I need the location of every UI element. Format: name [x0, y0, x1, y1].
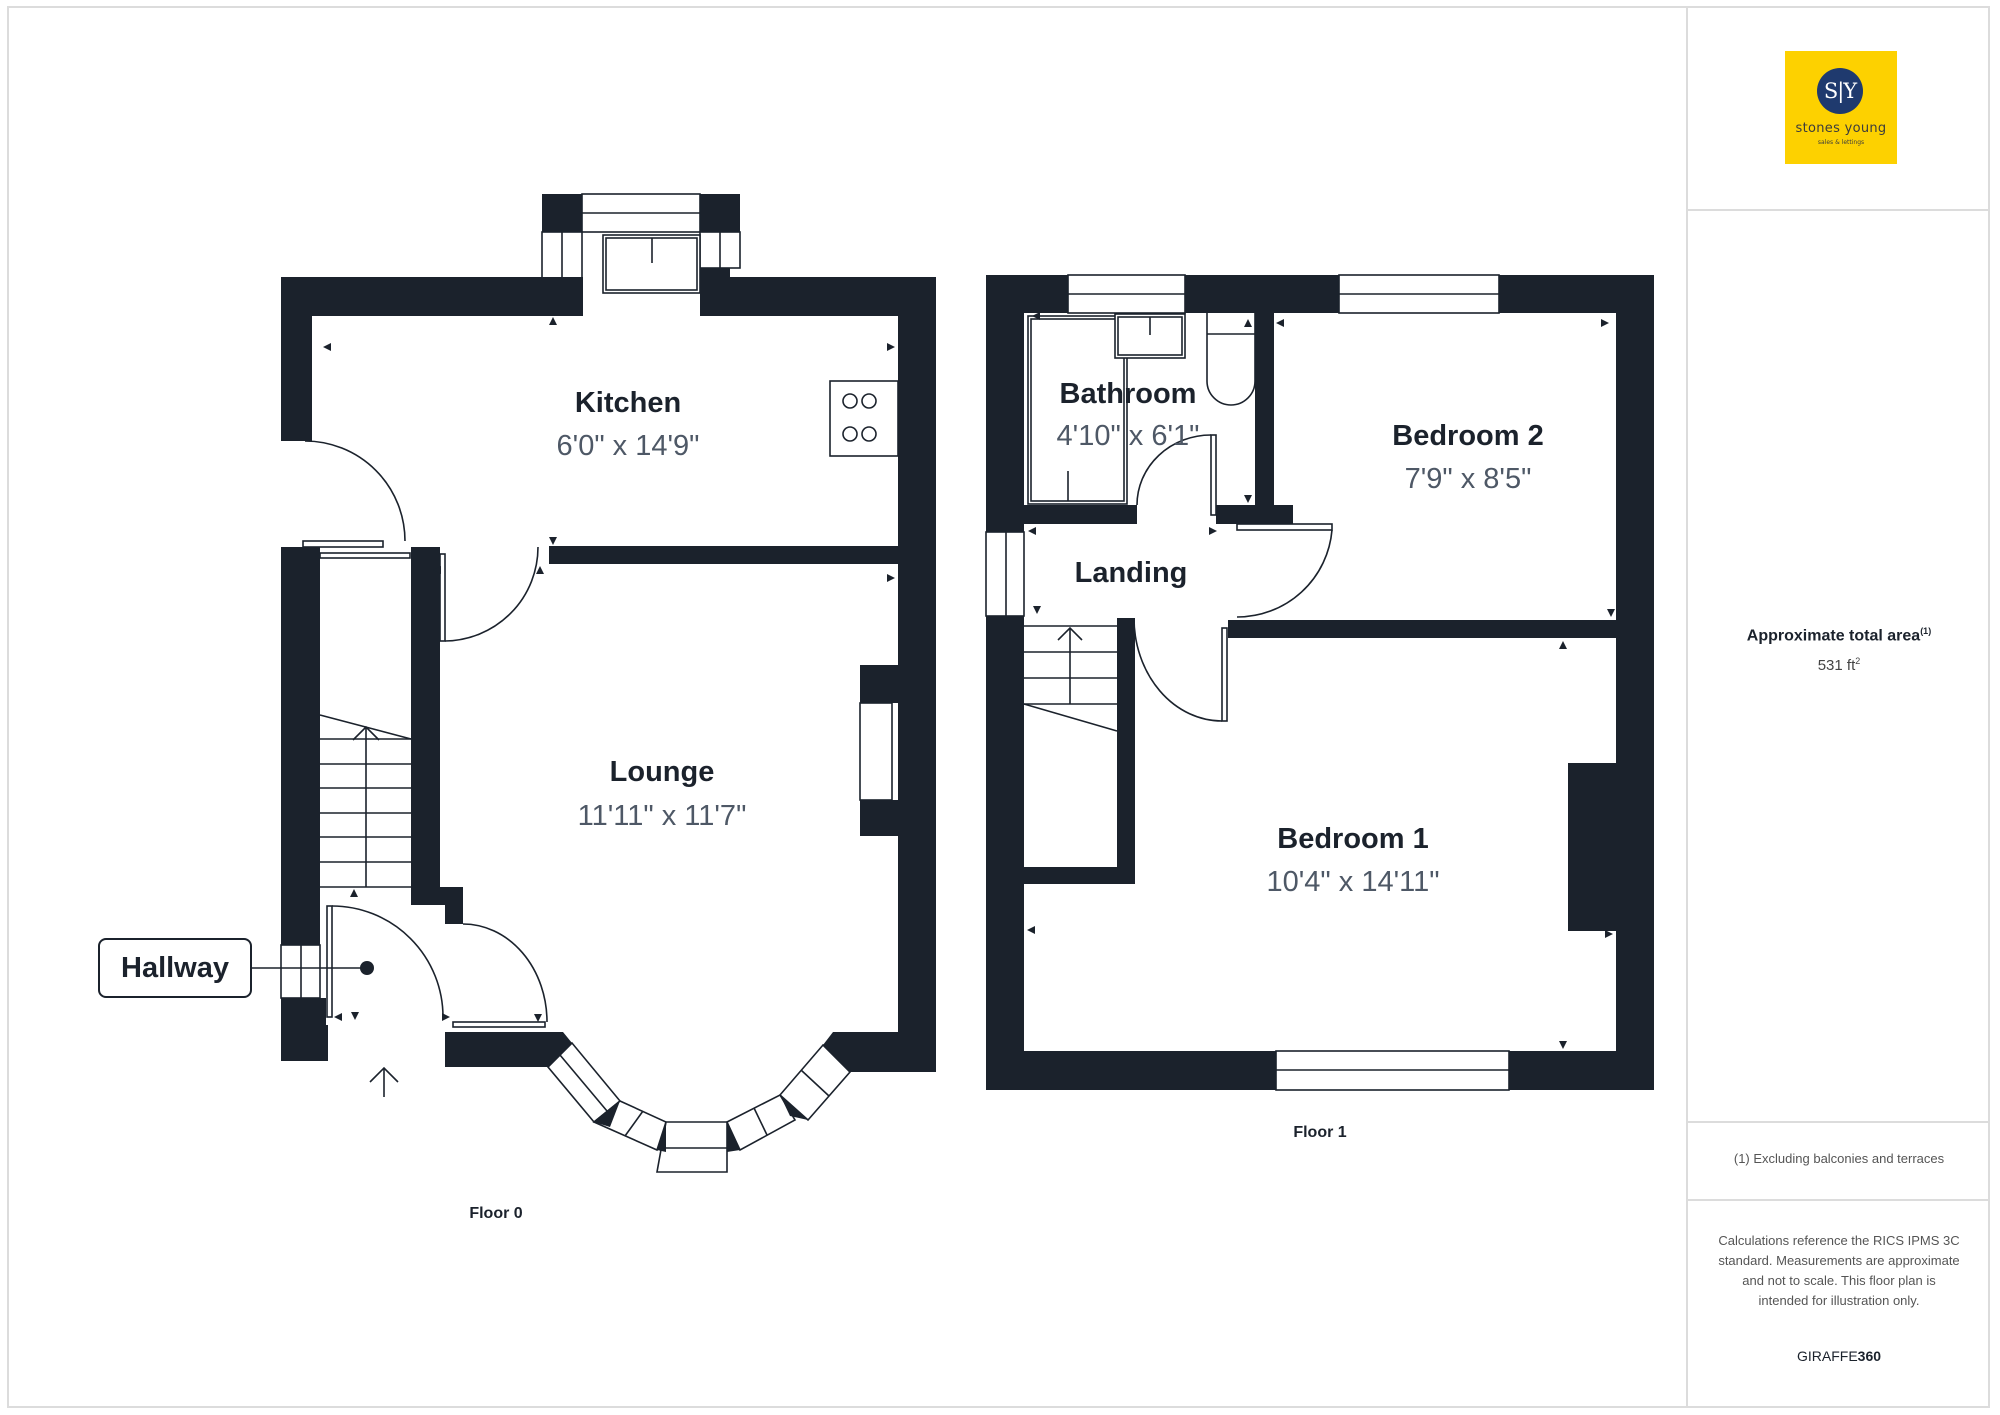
floor-1-plan: Bathroom 4'10" x 6'1" Bedroom 2 7'9" x 8… — [985, 274, 1654, 1141]
area-unit-superscript: 2 — [1855, 656, 1861, 666]
giraffe360-brand: GIRAFFE360 — [1688, 1348, 1990, 1364]
floor-0-plan: Kitchen 6'0" x 14'9" Lounge 11'11" x 11'… — [252, 193, 936, 1222]
logo-tagline: sales & lettings — [1817, 139, 1865, 146]
area-value: 531 ft2 — [1688, 656, 1990, 674]
sidebar-divider — [1688, 209, 1990, 211]
floor-0-label: Floor 0 — [469, 1205, 522, 1222]
floor-plan-drawing: .w { fill:#1b222c; } .ln { fill:none; st… — [252, 193, 1654, 1222]
room-dimensions-bedroom-1: 10'4" x 14'11" — [1266, 866, 1439, 898]
room-dimensions-kitchen: 6'0" x 14'9" — [557, 430, 700, 462]
agency-logo: S|Y stones young sales & lettings — [1785, 51, 1897, 164]
sidebar-divider — [1688, 1121, 1990, 1123]
page-frame — [7, 6, 1990, 1408]
area-title-note: (1) — [1920, 626, 1932, 636]
brand-suffix: 360 — [1857, 1348, 1882, 1364]
area-title: Approximate total area(1) — [1688, 626, 1990, 645]
room-label-lounge: Lounge — [610, 756, 715, 788]
area-title-text: Approximate total area — [1746, 627, 1921, 645]
room-label-hallway: Hallway — [98, 938, 252, 998]
room-label-bedroom-1: Bedroom 1 — [1277, 823, 1428, 855]
area-value-text: 531 ft — [1817, 657, 1856, 674]
info-sidebar: S|Y stones young sales & lettings Approx… — [1686, 6, 1990, 1408]
room-dimensions-lounge: 11'11" x 11'7" — [578, 800, 747, 832]
room-label-kitchen: Kitchen — [575, 387, 681, 419]
disclaimer: Calculations reference the RICS IPMS 3C … — [1718, 1233, 1960, 1308]
brand-prefix: GIRAFFE — [1796, 1348, 1858, 1364]
room-label-bathroom: Bathroom — [1060, 378, 1197, 410]
room-label-bedroom-2: Bedroom 2 — [1392, 420, 1543, 452]
room-dimensions-bathroom: 4'10" x 6'1" — [1057, 420, 1200, 452]
room-label-landing: Landing — [1075, 557, 1188, 589]
room-dimensions-bedroom-2: 7'9" x 8'5" — [1405, 463, 1532, 495]
footnote: (1) Excluding balconies and terraces — [1733, 1151, 1945, 1166]
floor-1-label: Floor 1 — [1293, 1124, 1346, 1141]
logo-monogram: S|Y — [1817, 68, 1863, 114]
logo-name: stones young — [1795, 121, 1887, 136]
sidebar-divider — [1688, 1199, 1990, 1201]
